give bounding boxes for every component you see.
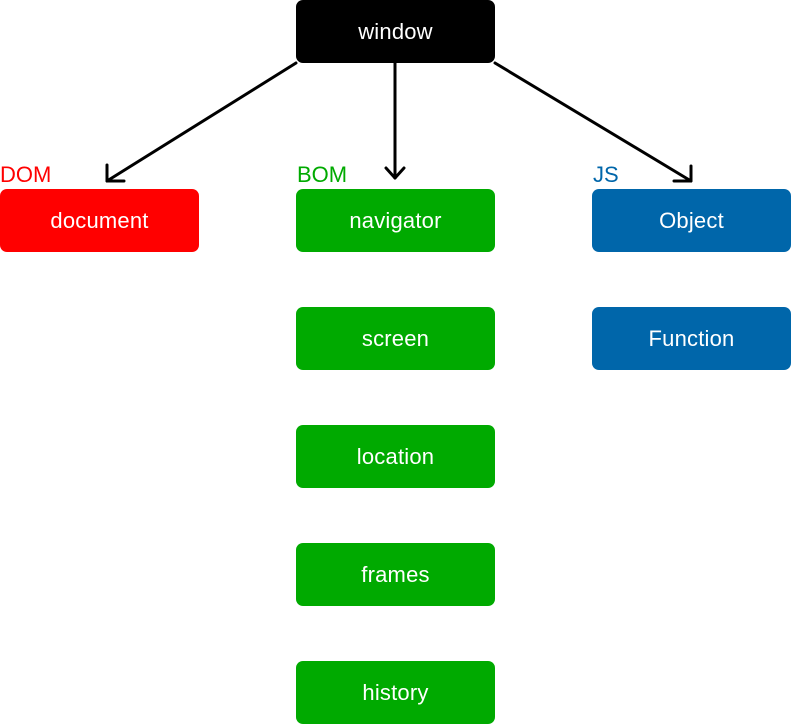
screen-node-label: screen bbox=[361, 325, 430, 351]
arrow-window-to-bom bbox=[384, 61, 406, 180]
function-node-label: Function bbox=[648, 325, 735, 351]
object-node: Object bbox=[592, 189, 791, 252]
dom-group-label: DOM bbox=[0, 162, 52, 187]
location-node-label: location bbox=[356, 443, 435, 469]
frames-node-label: frames bbox=[361, 561, 430, 587]
js-group-label: JS bbox=[593, 162, 619, 187]
document-node: document bbox=[0, 189, 199, 252]
screen-node: screen bbox=[296, 307, 495, 370]
location-node: location bbox=[296, 425, 495, 488]
history-node-label: history bbox=[362, 679, 429, 705]
navigator-node: navigator bbox=[296, 189, 495, 252]
function-node: Function bbox=[592, 307, 791, 370]
arrow-window-to-dom bbox=[105, 61, 298, 183]
history-node: history bbox=[296, 661, 495, 724]
frames-node: frames bbox=[296, 543, 495, 606]
window-node: window bbox=[296, 0, 495, 63]
navigator-node-label: navigator bbox=[349, 207, 442, 233]
window-node-label: window bbox=[358, 18, 433, 44]
document-node-label: document bbox=[50, 207, 149, 233]
bom-group-label: BOM bbox=[297, 162, 348, 187]
object-node-label: Object bbox=[659, 207, 724, 233]
arrow-window-to-js bbox=[493, 61, 693, 183]
